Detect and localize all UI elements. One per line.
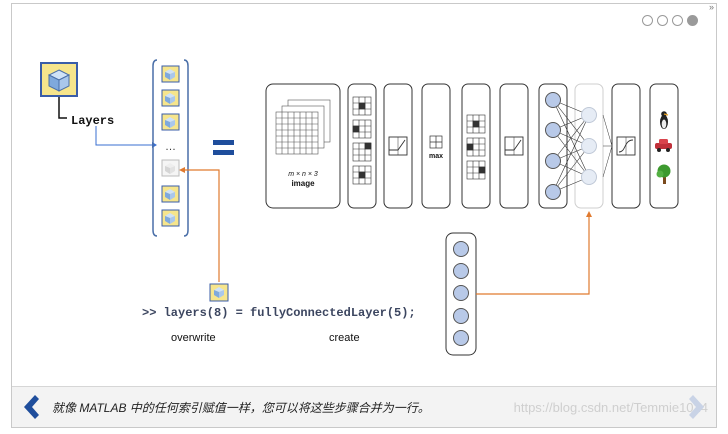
next-arrow-icon[interactable] [688, 393, 710, 421]
array-cube-icon [161, 209, 180, 227]
equals-sign [213, 140, 234, 145]
pagination [642, 15, 698, 26]
slide-frame: » … [11, 2, 717, 428]
fc-nodes [545, 92, 561, 200]
layers-label: Layers [71, 114, 115, 128]
create-label: create [329, 332, 360, 344]
car-icon [655, 139, 672, 152]
array-ellipsis: … [165, 141, 176, 153]
relu-icon [388, 136, 408, 156]
array-cube-faded-icon [161, 159, 180, 177]
footer-bar: 就像 MATLAB 中的任何索引赋值一样，您可以将这些步骤合并为一行。 http… [12, 386, 716, 427]
prev-arrow-icon[interactable] [18, 393, 40, 421]
watermark: https://blog.csdn.net/Temmie1024 [513, 400, 708, 415]
max-label: max [429, 153, 443, 160]
array-cube-icon [161, 113, 180, 131]
page-dot[interactable] [642, 15, 653, 26]
image-label: image [291, 179, 315, 188]
page-dot-active[interactable] [687, 15, 698, 26]
filter-grid-icon [466, 114, 486, 180]
relu-icon [504, 136, 524, 156]
penguin-icon [660, 111, 669, 129]
image-dim-label: m × n × 3 [288, 171, 318, 178]
image-grid-icon [275, 99, 331, 155]
array-cube-icon [161, 65, 180, 83]
code-line: >> layers(8) = fullyConnectedLayer(5); [142, 306, 416, 320]
layers-cube-icon [40, 62, 78, 97]
page-dot[interactable] [672, 15, 683, 26]
new-fc-nodes [453, 241, 469, 346]
expand-icon[interactable]: » [708, 2, 714, 12]
array-cube-icon [161, 89, 180, 107]
max-pool-icon [429, 135, 443, 149]
equals-sign [213, 150, 234, 155]
array-cube-icon [161, 185, 180, 203]
softmax-icon [616, 136, 636, 156]
new-layer-cube-icon [209, 283, 229, 302]
page-dot[interactable] [657, 15, 668, 26]
tree-icon [656, 164, 671, 184]
diagram: … m × n × 3 image [40, 59, 679, 356]
footer-caption: 就像 MATLAB 中的任何索引赋值一样，您可以将这些步骤合并为一行。 [52, 401, 430, 415]
fc-faded-nodes [581, 107, 597, 185]
filter-grid-icon [352, 96, 372, 185]
overwrite-label: overwrite [171, 332, 216, 344]
